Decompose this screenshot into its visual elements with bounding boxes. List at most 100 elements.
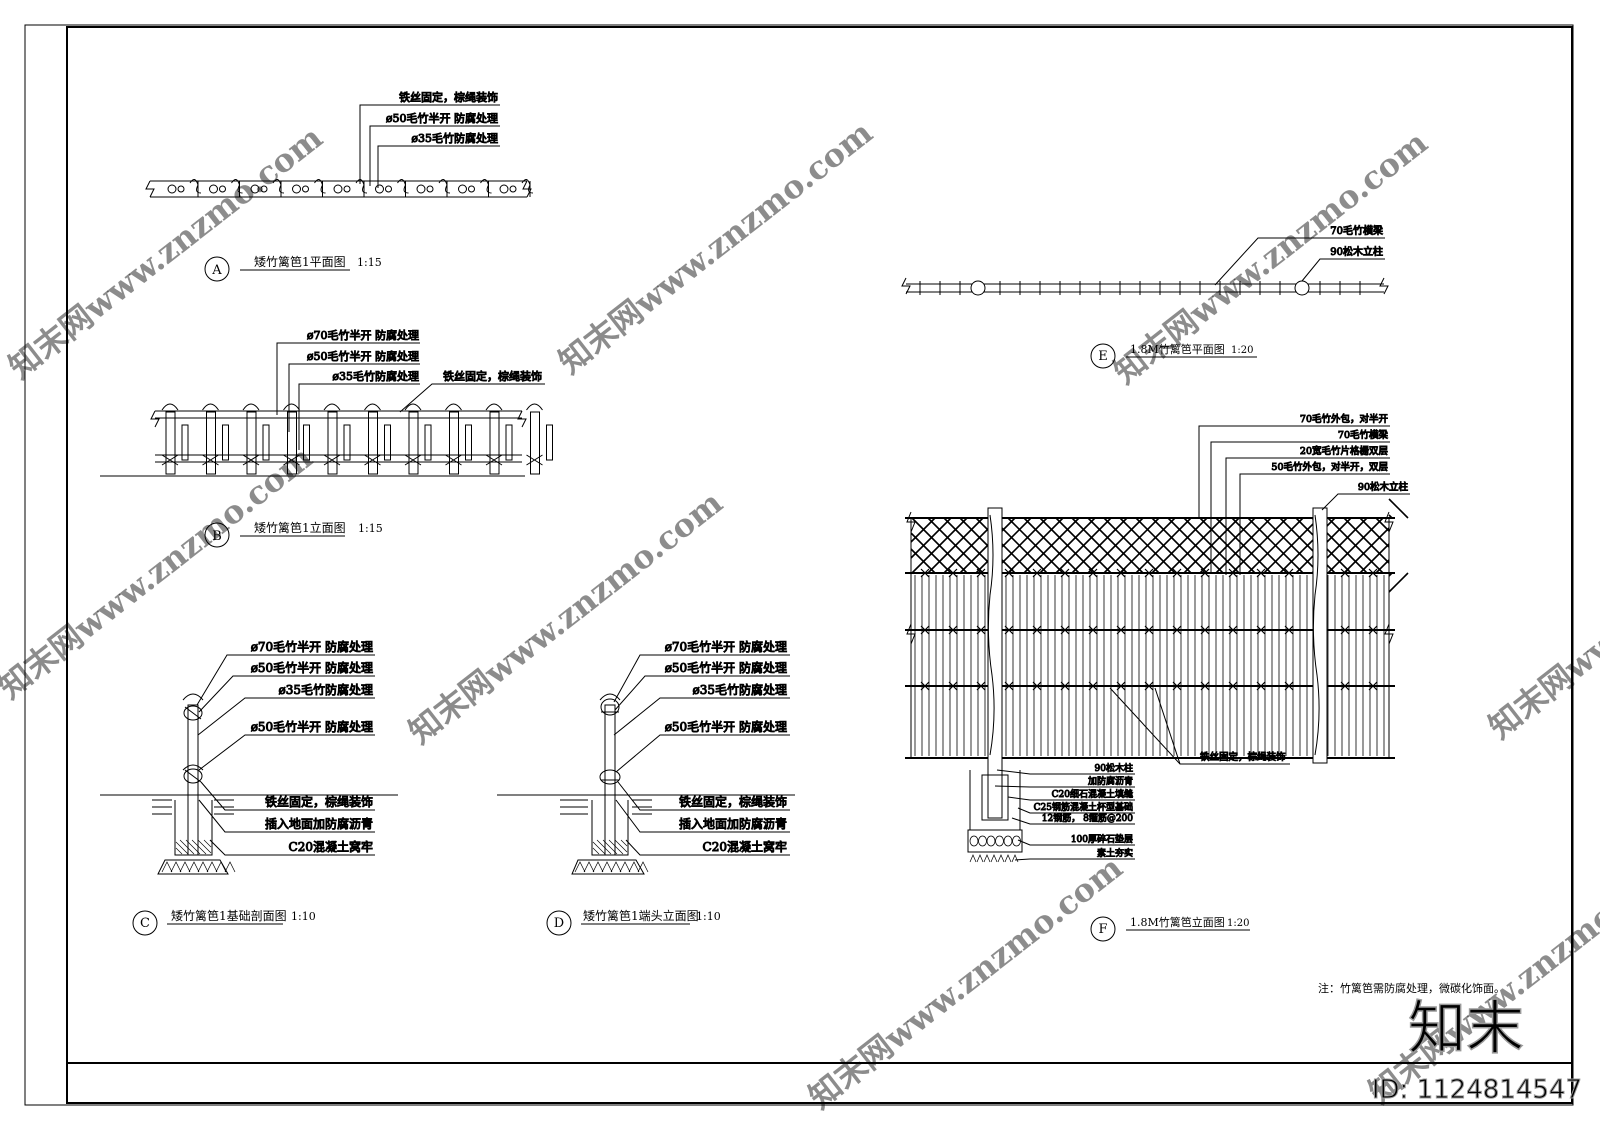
soil-hatch-mark — [976, 854, 984, 863]
view-b-callout-4: 铁丝固定，棕绳装饰 — [443, 369, 542, 383]
plan-bamboo-circle — [250, 184, 260, 194]
elevation-post — [449, 411, 459, 475]
view-f-callout-top-5: 90松木立柱 — [1358, 481, 1409, 493]
plan-bamboo-circle — [292, 184, 301, 194]
soil-hatch-mark — [997, 854, 1005, 863]
view-b-title: 矮竹篱笆1立面图 — [254, 520, 346, 535]
view-c-callout-3: ø35毛竹防腐处理 — [279, 682, 374, 697]
view-e-title: 1.8M竹篱笆平面图 — [1130, 342, 1225, 356]
soil-hatch-mark — [601, 861, 613, 873]
soil-hatch-mark — [619, 861, 631, 873]
soil-hatch-mark — [969, 854, 977, 863]
footing-hatch-line — [175, 841, 189, 855]
view-a-plan: 铁丝固定，棕绳装饰 ø50毛竹半开 防腐处理 ø35毛竹防腐处理 A 矮竹篱笆1… — [145, 90, 534, 282]
soil-hatch-mark — [574, 861, 586, 873]
view-c-foundation-section: ø70毛竹半开 防腐处理 ø50毛竹半开 防腐处理 ø35毛竹防腐处理 ø50毛… — [100, 639, 398, 936]
gravel-stone — [1003, 835, 1013, 847]
lattice-strip — [1199, 517, 1256, 574]
footing-hatch-line — [179, 839, 195, 855]
elevation-rope-tie — [161, 403, 179, 466]
soil-hatch-mark — [197, 861, 209, 873]
plan-bamboo-circle — [209, 184, 218, 194]
lattice-strip — [1327, 517, 1384, 574]
lattice-strip — [1231, 517, 1288, 574]
elevation-picket — [384, 424, 391, 461]
lattice-strip — [1087, 517, 1144, 574]
lattice-strip — [975, 517, 1032, 574]
view-b-scale: 1:15 — [358, 522, 383, 535]
elevation-picket — [546, 424, 553, 461]
footing-hatch-line — [592, 841, 606, 855]
view-b-marker: B — [212, 529, 222, 544]
soil-hatch-mark — [583, 861, 595, 873]
view-d-callout-4: ø50毛竹半开 防腐处理 — [665, 719, 787, 734]
lattice-strip — [1167, 517, 1224, 574]
view-c-scale: 1:10 — [291, 910, 316, 923]
plan-bamboo-circle — [385, 185, 392, 193]
plan-bamboo-circle — [458, 184, 467, 194]
view-a-callout-2: ø50毛竹半开 防腐处理 — [386, 111, 498, 125]
plan-bamboo-circle — [416, 184, 426, 194]
gravel-stone — [986, 835, 996, 847]
view-c-marker: C — [140, 916, 150, 931]
elevation-rope-tie — [485, 403, 503, 466]
view-f-elevation: 70毛竹外包，对半开 70毛竹横梁 20宽毛竹片格栅双层 50毛竹外包，对半开，… — [905, 413, 1410, 942]
elevation-post — [287, 411, 297, 475]
elevation-rope-tie — [202, 403, 219, 466]
plan-bamboo-circle — [499, 184, 509, 194]
view-a-marker: A — [211, 263, 222, 278]
soil-hatch-mark — [592, 861, 604, 873]
watermark-id: ID: 1124814547 — [1372, 1075, 1582, 1105]
elevation-post — [408, 411, 419, 475]
soil-hatch-mark — [983, 854, 991, 863]
lattice-strip — [1151, 517, 1208, 574]
view-f-callout-top-3: 20宽毛竹片格栅双层 — [1300, 445, 1388, 457]
lattice-strip — [1343, 517, 1390, 564]
view-e-scale: 1:20 — [1231, 345, 1253, 356]
elevation-rope-tie — [526, 403, 543, 466]
soil-hatch-mark — [610, 861, 622, 873]
soil-hatch-mark — [628, 861, 640, 873]
soil-hatch-mark — [188, 861, 200, 873]
plan-bamboo-circle — [167, 184, 177, 194]
soil-hatch-mark — [224, 861, 236, 873]
plan-bamboo-circle — [375, 184, 384, 194]
lattice-strip — [1215, 517, 1272, 574]
soil-hatch-mark — [170, 861, 182, 873]
elevation-rope-tie — [445, 403, 462, 466]
view-a-callout-1: 铁丝固定，棕绳装饰 — [399, 90, 498, 104]
drawing-note: 注：竹篱笆需防腐处理，微碳化饰面。 — [1318, 981, 1505, 995]
footing-hatch-line — [203, 839, 212, 848]
footing-hatch-line — [602, 839, 618, 855]
view-a-title: 矮竹篱笆1平面图 — [254, 254, 346, 269]
elevation-post — [368, 411, 378, 475]
view-c-callout-1: ø70毛竹半开 防腐处理 — [251, 639, 373, 654]
lattice-strip — [1247, 517, 1304, 574]
lattice-strip — [1023, 517, 1080, 574]
plan-bamboo-circle — [219, 185, 226, 193]
plan-bamboo-circle — [343, 185, 351, 193]
footing-hatch-line — [608, 839, 624, 855]
footing-hatch-line — [175, 847, 183, 855]
elevation-rope-tie — [364, 403, 381, 466]
elevation-post — [530, 411, 540, 475]
view-e-callout-2: 90松木立柱 — [1330, 245, 1383, 258]
view-e-marker: E — [1098, 349, 1108, 364]
elevation-picket — [262, 424, 270, 461]
elevation-post — [206, 411, 216, 475]
elevation-picket — [424, 424, 432, 461]
view-d-callout-7: C20混凝土窝牢 — [703, 839, 787, 854]
plan-bamboo-circle — [333, 184, 343, 194]
plan-bamboo-circle — [468, 185, 475, 193]
lattice-strip — [1388, 572, 1409, 593]
elevation-rope-tie — [323, 403, 341, 466]
view-a-scale: 1:15 — [357, 256, 382, 269]
view-d-callout-1: ø70毛竹半开 防腐处理 — [665, 639, 787, 654]
view-f-callout-base-4: C25钢筋混凝土杯型基础 — [1034, 801, 1133, 813]
view-c-callout-7: C20混凝土窝牢 — [289, 839, 373, 854]
elevation-post — [327, 411, 338, 475]
view-d-callout-3: ø35毛竹防腐处理 — [693, 682, 788, 697]
view-a-callout-3: ø35毛竹防腐处理 — [411, 131, 498, 145]
lattice-strip — [1007, 517, 1064, 574]
view-d-callout-5: 铁丝固定，棕绳装饰 — [679, 794, 787, 809]
